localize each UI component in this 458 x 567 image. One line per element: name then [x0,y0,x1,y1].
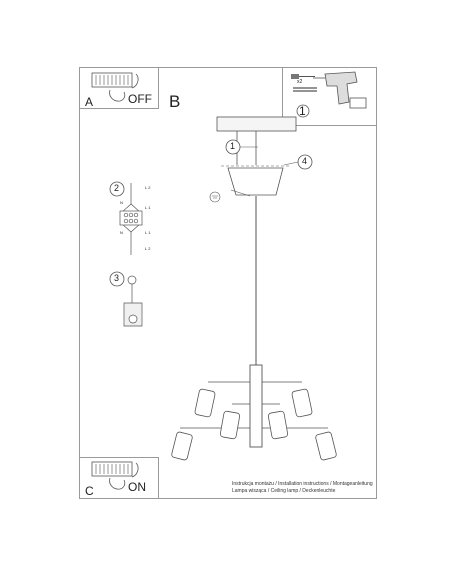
step-4-label: 4 [302,156,308,166]
wire-n-top: N [120,200,123,205]
panel-a-letter: A [85,95,94,109]
panel-a: A OFF [79,67,159,109]
panel-b-letter: B [169,92,181,111]
panel-c-state: ON [128,480,146,494]
step-2-label: 2 [114,183,120,193]
panel-c-letter: C [85,484,94,498]
tools-step-number: 1 [299,104,306,118]
ground-icon [209,191,221,203]
panel-a-state: OFF [128,92,152,106]
tools-panel: x2 1 [282,67,377,126]
step-1-circle-icon [296,104,310,118]
screwdriver-icon [291,74,317,92]
footer-product: Lampa wisząca / Ceiling lamp / Deckenleu… [232,488,336,494]
drill-icon [313,71,367,109]
step-1-label: 1 [230,141,236,151]
hand-switch-on-icon [91,461,139,490]
terminal-block-icon [119,183,143,255]
panel-c: C ON [79,457,159,499]
tool-count-label: x2 [297,79,303,85]
wire-l1-bottom: L 1 [145,230,151,235]
instruction-sheet [79,67,377,499]
wire-n-bottom: N [120,230,123,235]
step-3-label: 3 [114,273,120,283]
wire-l2-bottom: L 2 [145,246,151,251]
wire-l1-top: L 1 [145,205,151,210]
wire-l2-top: L 2 [145,185,151,190]
footer-instructions: Instrukcja montażu / Installation instru… [232,481,373,487]
hand-switch-off-icon [91,72,139,102]
